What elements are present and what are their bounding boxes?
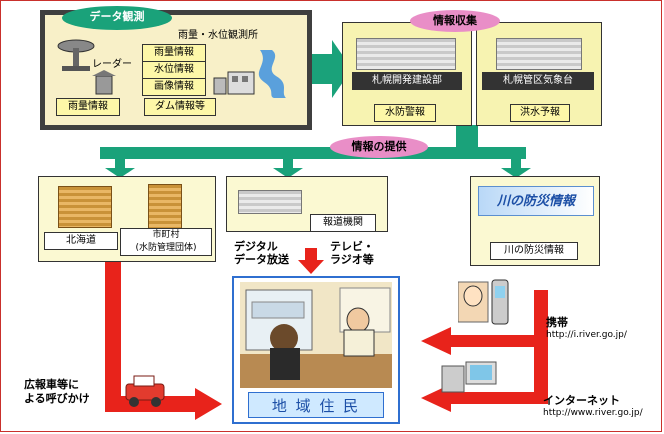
pr-car-label: 広報車等に よる呼びかけ [24,378,90,405]
pr-car-icon [125,375,165,407]
internet-url[interactable]: http://www.river.go.jp/ [543,408,643,418]
title-info-provision: 情報の提供 [330,136,428,158]
obs-item-image: 画像情報 [142,78,206,96]
arrow-mobile-head [421,327,451,355]
digital-broadcast-label: デジタル データ放送 [234,240,289,266]
river-station-icon [213,50,286,98]
dam-info-tag: ダム情報等 [144,98,216,116]
arrow-pr-head [195,388,222,420]
met-office-building-icon [496,38,582,70]
met-office-label: 札幌管区気象台 [482,72,594,90]
dev-bureau-label: 札幌開発建設部 [352,72,462,90]
hokkaido-building-icon [58,186,112,228]
media-label: 報道機関 [310,214,376,232]
rain-info-tag: 雨量情報 [56,98,120,116]
title-data-observation: データ観測 [62,6,172,30]
obs-item-water: 水位情報 [142,61,206,78]
arrow-right-vertical [534,290,548,398]
municipality-building-icon [148,184,182,230]
river-info-logo: 川の防災情報 [478,186,594,216]
mobile-url[interactable]: http://i.river.go.jp/ [546,330,627,340]
residents-illustration [240,282,392,388]
dev-bureau-building-icon [356,38,456,70]
internet-label: インターネット [543,394,620,407]
obs-item-rain: 雨量情報 [142,44,206,61]
mobile-label: 携帯 [546,316,568,329]
municipality-label: 市町村 (水防管理団体) [120,228,212,256]
flood-warning-tag: 水防警報 [374,104,436,122]
arrow-media-to-residents [298,260,324,274]
river-info-label: 川の防災情報 [490,242,578,260]
mobile-phone-icon [458,279,509,325]
arrow-obs-to-collection-body [312,54,332,84]
obs-station-label: 雨量・水位観測所 [178,30,258,41]
arrow-to-hokkaido [105,168,135,178]
provision-bar [100,147,526,159]
obs-items-list: 雨量情報 水位情報 画像情報 [142,44,206,96]
flood-forecast-tag: 洪水予報 [510,104,570,122]
residents-label: 地 域 住 民 [248,392,384,418]
title-info-collection: 情報収集 [410,10,500,32]
media-building-icon [238,190,302,214]
radar-icon [57,39,95,71]
arrow-mobile-horizontal [448,335,538,347]
tv-radio-label: テレビ・ ラジオ等 [330,240,374,266]
arrow-pr-vertical [105,262,121,412]
computer-icon [441,361,497,393]
arrow-internet-horizontal [448,392,548,404]
rain-gauge-icon [92,70,116,95]
arrow-collection-down [456,125,478,149]
arrow-to-media [273,168,303,178]
radar-label: レーダー [92,59,132,70]
hokkaido-label: 北海道 [44,232,118,250]
arrow-to-river-info [501,168,531,178]
